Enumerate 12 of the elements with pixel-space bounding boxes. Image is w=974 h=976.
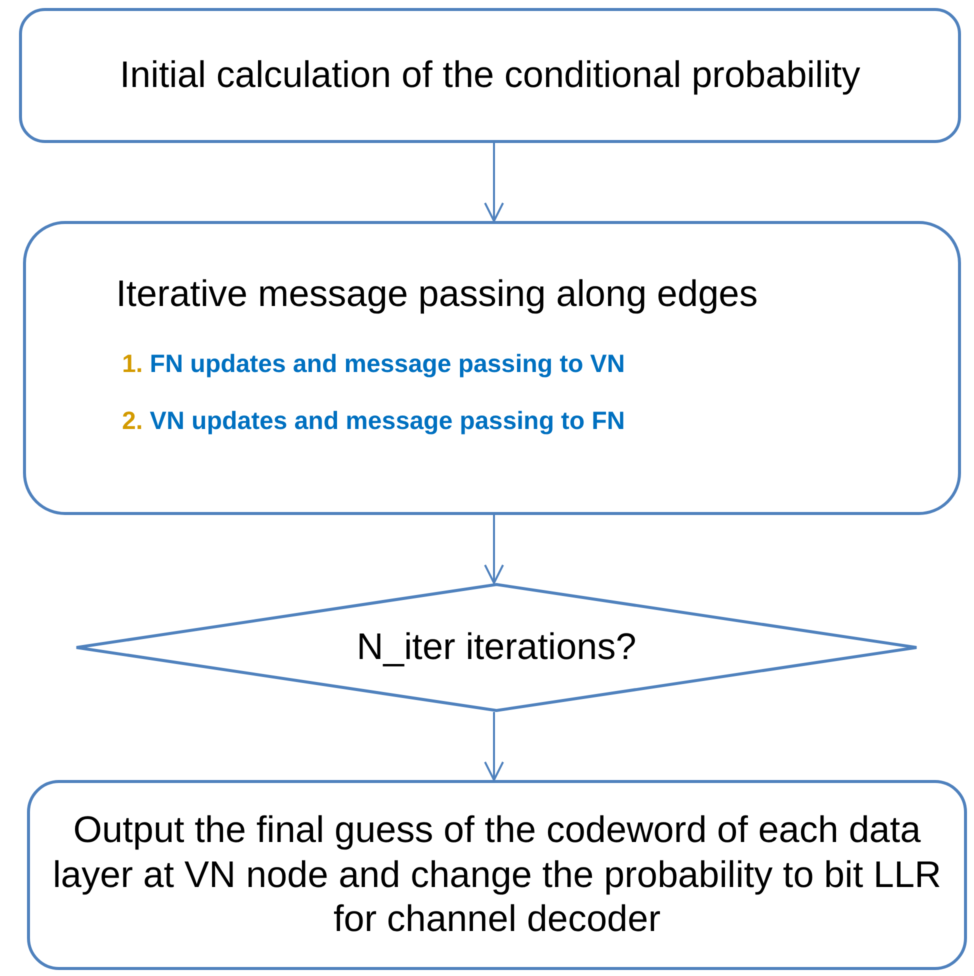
decision-text: N_iter iterations? (356, 625, 638, 670)
process-box (19, 8, 961, 143)
box-text: Initial calculation of the conditional probability (118, 53, 862, 98)
box-text: Output the final guess of the codeword of each data layer at VN node and change the probability to bit LLR for channel decoder (52, 808, 942, 942)
process-box (23, 221, 961, 515)
arrow (484, 712, 504, 781)
list-item: 2. VN updates and message passing to FN (122, 407, 625, 436)
arrow (484, 143, 504, 222)
arrow (484, 515, 504, 584)
box-heading: Iterative message passing along edges (116, 272, 758, 316)
process-box (27, 780, 967, 970)
list-item: 1. FN updates and message passing to VN (122, 350, 625, 380)
